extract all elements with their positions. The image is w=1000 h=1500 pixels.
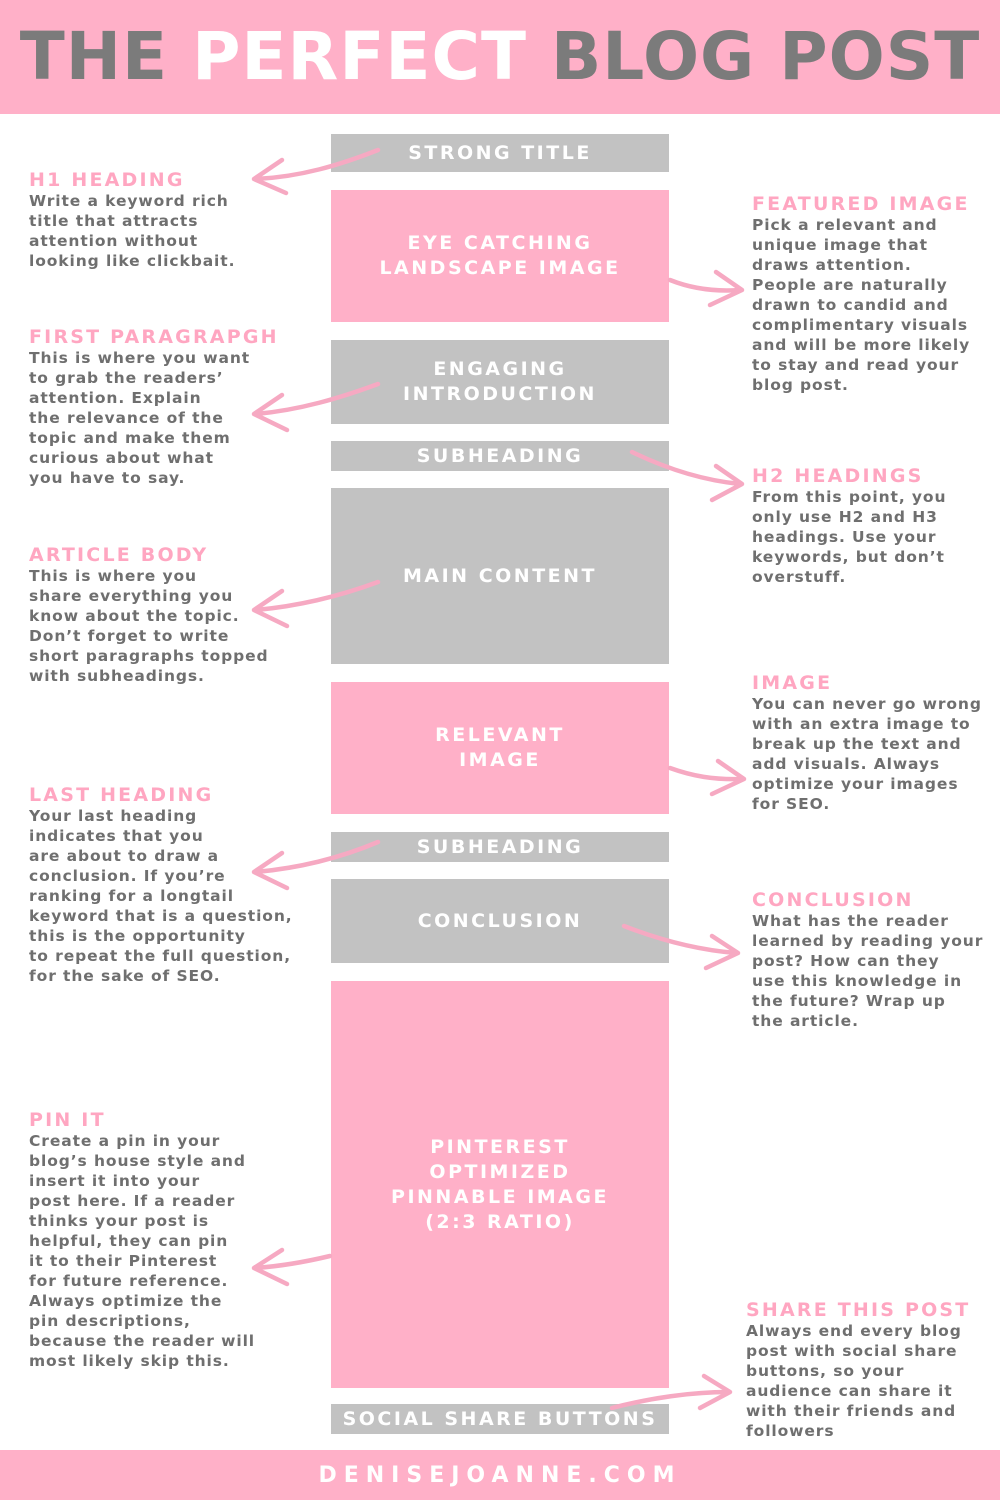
note-first-paragraph: FIRST PARAGRAPGH This is where you want … xyxy=(29,326,279,488)
note-text: From this point, you only use H2 and H3 … xyxy=(752,488,947,586)
block-landscape-image: EYE CATCHING LANDSCAPE IMAGE xyxy=(331,190,669,322)
note-text: You can never go wrong with an extra ima… xyxy=(752,695,982,813)
note-text: Write a keyword rich title that attracts… xyxy=(29,192,236,270)
note-h2-headings: H2 HEADINGS From this point, you only us… xyxy=(752,465,946,587)
note-share-this-post: SHARE THIS POST Always end every blog po… xyxy=(746,1299,970,1441)
note-title: CONCLUSION xyxy=(752,889,914,911)
block-engaging-introduction: ENGAGING INTRODUCTION xyxy=(331,340,669,424)
block-social-share-buttons: SOCIAL SHARE BUTTONS xyxy=(331,1404,669,1434)
note-title: PIN IT xyxy=(29,1109,106,1131)
note-title: LAST HEADING xyxy=(29,784,214,806)
block-relevant-image: RELEVANT IMAGE xyxy=(331,682,669,814)
block-subheading-2: SUBHEADING xyxy=(331,832,669,862)
note-text: Your last heading indicates that you are… xyxy=(29,807,293,985)
block-subheading-1: SUBHEADING xyxy=(331,441,669,471)
note-conclusion: CONCLUSION What has the reader learned b… xyxy=(752,889,983,1031)
note-title: FEATURED IMAGE xyxy=(752,193,970,215)
note-title: IMAGE xyxy=(752,672,833,694)
note-h1-heading: H1 HEADING Write a keyword rich title th… xyxy=(29,169,235,271)
page-header: THE PERFECT BLOG POST xyxy=(0,0,1000,114)
note-title: ARTICLE BODY xyxy=(29,544,209,566)
note-text: This is where you want to grab the reade… xyxy=(29,349,251,487)
note-text: Pick a relevant and unique image that dr… xyxy=(752,216,971,394)
note-featured-image: FEATURED IMAGE Pick a relevant and uniqu… xyxy=(752,193,970,395)
note-pin-it: PIN IT Create a pin in your blog’s house… xyxy=(29,1109,255,1371)
arrow-featured-image xyxy=(667,269,745,308)
title-part-perfect: PERFECT xyxy=(192,18,527,95)
note-title: H1 HEADING xyxy=(29,169,185,191)
arrow-image xyxy=(667,758,747,797)
block-pinnable-image: PINTEREST OPTIMIZED PINNABLE IMAGE (2:3 … xyxy=(331,981,669,1388)
block-strong-title: STRONG TITLE xyxy=(331,134,669,172)
note-text: Create a pin in your blog’s house style … xyxy=(29,1132,255,1370)
note-title: H2 HEADINGS xyxy=(752,465,924,487)
note-article-body: ARTICLE BODY This is where you share eve… xyxy=(29,544,269,686)
title-part-blog-post: BLOG POST xyxy=(526,18,981,95)
arrow-pin-it xyxy=(251,1247,333,1287)
note-last-heading: LAST HEADING Your last heading indicates… xyxy=(29,784,293,986)
title-part-the: THE xyxy=(19,18,193,95)
note-title: SHARE THIS POST xyxy=(746,1299,971,1321)
note-text: This is where you share everything you k… xyxy=(29,567,269,685)
note-text: What has the reader learned by reading y… xyxy=(752,912,984,1030)
block-conclusion: CONCLUSION xyxy=(331,879,669,963)
footer-site[interactable]: DENISEJOANNE.COM xyxy=(318,1462,682,1488)
note-title: FIRST PARAGRAPGH xyxy=(29,326,279,348)
note-image: IMAGE You can never go wrong with an ext… xyxy=(752,672,982,814)
page-title: THE PERFECT BLOG POST xyxy=(20,24,981,90)
block-main-content: MAIN CONTENT xyxy=(331,488,669,664)
note-text: Always end every blog post with social s… xyxy=(746,1322,962,1440)
page-footer: DENISEJOANNE.COM xyxy=(0,1450,1000,1500)
